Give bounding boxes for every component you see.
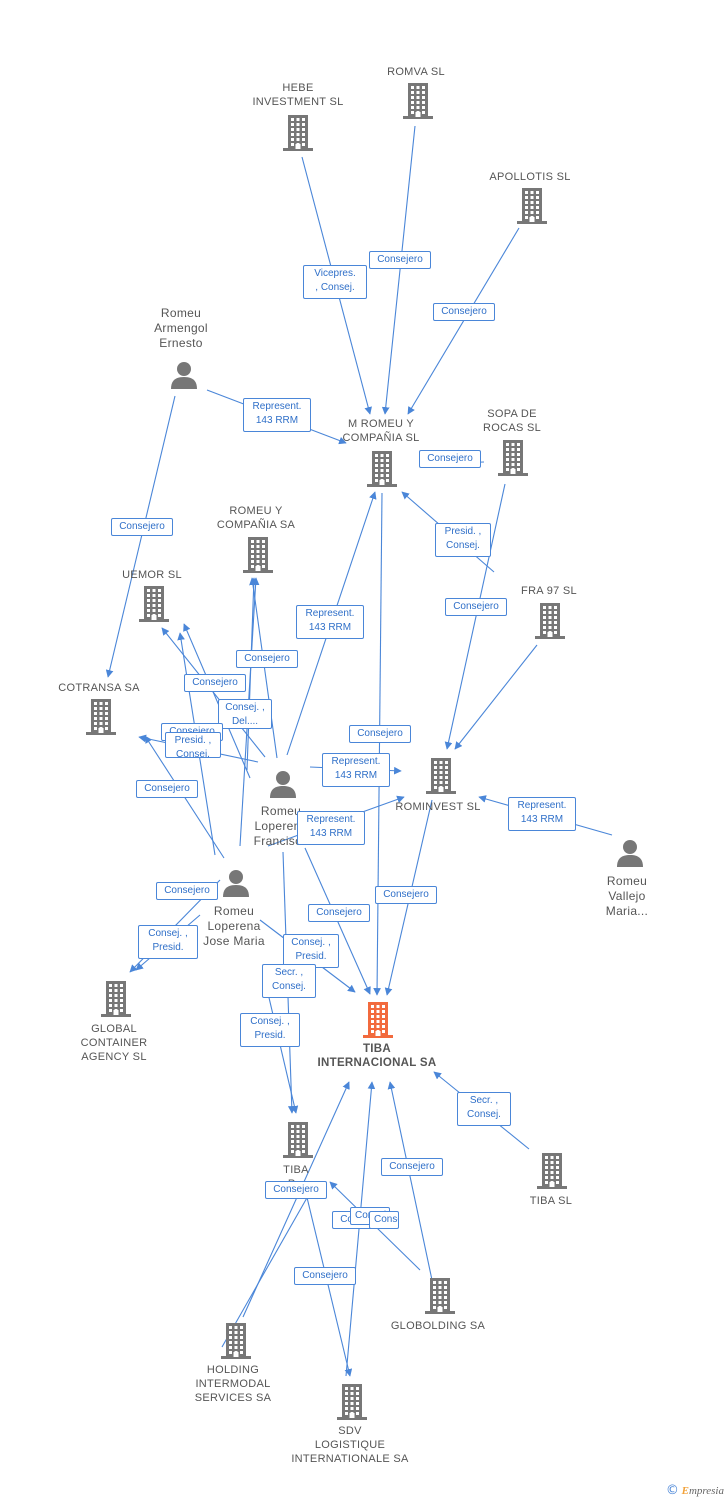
relationship-label: Consejero <box>369 251 431 269</box>
building-icon[interactable] <box>535 603 565 644</box>
relationship-label: Represent. 143 RRM <box>297 811 365 845</box>
company-name[interactable]: TIBA SL <box>529 1195 573 1207</box>
relationship-label: Consej. , Presid. <box>283 934 339 968</box>
building-icon[interactable] <box>403 83 433 124</box>
edge-line <box>407 227 520 415</box>
edge-line <box>444 483 506 750</box>
building-icon[interactable] <box>498 440 528 481</box>
company-name[interactable]: SOPA DE ROCAS SL <box>482 408 542 434</box>
company-name[interactable]: SDV LOGISTIQUE INTERNATIONALE SA <box>291 1425 409 1465</box>
company-name[interactable]: UEMOR SL <box>122 569 182 581</box>
building-icon[interactable] <box>283 115 313 156</box>
relationship-label: Consejero <box>265 1181 327 1199</box>
company-name[interactable]: HEBE INVESTMENT SL <box>252 82 344 108</box>
building-icon[interactable] <box>101 981 131 1022</box>
relationship-label: Consejero <box>369 1211 399 1229</box>
building-icon[interactable] <box>426 758 456 799</box>
relationship-label: Represent. 143 RRM <box>508 797 576 831</box>
edge-line <box>345 1081 376 1377</box>
building-icon[interactable] <box>517 188 547 229</box>
edge-line <box>249 577 278 759</box>
relationship-label: Consejero <box>136 780 198 798</box>
relationship-label: Consejero <box>156 882 218 900</box>
relationship-label: Consejero <box>349 725 411 743</box>
edge-line <box>454 644 538 750</box>
person-icon[interactable] <box>222 869 250 902</box>
relationship-label: Consej. , Presid. <box>240 1013 300 1047</box>
person-icon[interactable] <box>269 770 297 803</box>
company-name[interactable]: GLOBOLDING SA <box>390 1320 486 1332</box>
copyright-icon: © <box>665 1483 679 1498</box>
person-icon[interactable] <box>170 361 198 394</box>
company-name[interactable]: APOLLOTIS SL <box>489 171 571 183</box>
person-icon[interactable] <box>616 839 644 872</box>
building-icon[interactable] <box>337 1384 367 1425</box>
company-name[interactable]: M ROMEU Y COMPAÑIA SL <box>342 418 420 444</box>
company-name[interactable]: TIBA INTERNACIONAL SA <box>317 1043 437 1069</box>
edge-line <box>373 492 383 996</box>
relationship-label: Consej. , Presid. <box>138 925 198 959</box>
relationship-label: Vicepres. , Consej. <box>303 265 367 299</box>
relationship-label: Consejero <box>308 904 370 922</box>
building-icon[interactable] <box>243 537 273 578</box>
building-icon[interactable] <box>221 1323 251 1364</box>
company-name[interactable]: COTRANSA SA <box>58 682 140 694</box>
relationship-label: Consejero <box>445 598 507 616</box>
building-icon[interactable] <box>86 699 116 740</box>
company-name[interactable]: ROMVA SL <box>387 66 445 78</box>
building-icon[interactable] <box>363 1002 393 1043</box>
relationship-label: Consej. , Del.... <box>218 699 272 729</box>
person-name[interactable]: Romeu Loperena Jose Maria <box>203 904 265 948</box>
edge-line <box>221 1195 309 1348</box>
relationship-label: Consejero <box>184 674 246 692</box>
person-name[interactable]: Romeu Vallejo Maria... <box>605 874 649 918</box>
relationship-label: Consejero <box>236 650 298 668</box>
edge-line <box>387 1081 433 1281</box>
relationship-label: Presid. , Consej. <box>165 732 221 758</box>
relationship-label: Consejero <box>294 1267 356 1285</box>
relationship-label: Presid. , Consej. <box>435 523 491 557</box>
person-name[interactable]: Romeu Armengol Ernesto <box>154 306 208 350</box>
relationship-label: Consejero <box>111 518 173 536</box>
relationship-label: Represent. 143 RRM <box>296 605 364 639</box>
building-icon[interactable] <box>367 451 397 492</box>
company-name[interactable]: HOLDING INTERMODAL SERVICES SA <box>194 1364 272 1404</box>
company-name[interactable]: GLOBAL CONTAINER AGENCY SL <box>80 1023 148 1063</box>
company-name[interactable]: ROMINVEST SL <box>395 801 481 813</box>
building-icon[interactable] <box>139 586 169 627</box>
edge-line <box>183 623 251 779</box>
edge-line <box>381 125 416 415</box>
relationship-label: Secr. , Consej. <box>457 1092 511 1126</box>
building-icon[interactable] <box>537 1153 567 1194</box>
relationship-label: Represent. 143 RRM <box>322 753 390 787</box>
building-icon[interactable] <box>425 1278 455 1319</box>
relationship-label: Consejero <box>433 303 495 321</box>
company-name[interactable]: FRA 97 SL <box>521 585 577 597</box>
brand-name: Empresia <box>681 1485 724 1497</box>
relationship-label: Represent. 143 RRM <box>243 398 311 432</box>
relationship-label: Consejero <box>381 1158 443 1176</box>
relationship-label: Consejero <box>375 886 437 904</box>
company-name[interactable]: ROMEU Y COMPAÑIA SA <box>216 505 296 531</box>
edge-line <box>105 395 176 678</box>
relationship-label: Secr. , Consej. <box>262 964 316 998</box>
empresia-logo: © Empresia <box>666 1483 724 1498</box>
person-name[interactable]: Romeu Loperena Francisco <box>253 804 309 848</box>
building-icon[interactable] <box>283 1122 313 1163</box>
edge-line <box>242 1081 350 1318</box>
relationship-label: Consejero <box>419 450 481 468</box>
